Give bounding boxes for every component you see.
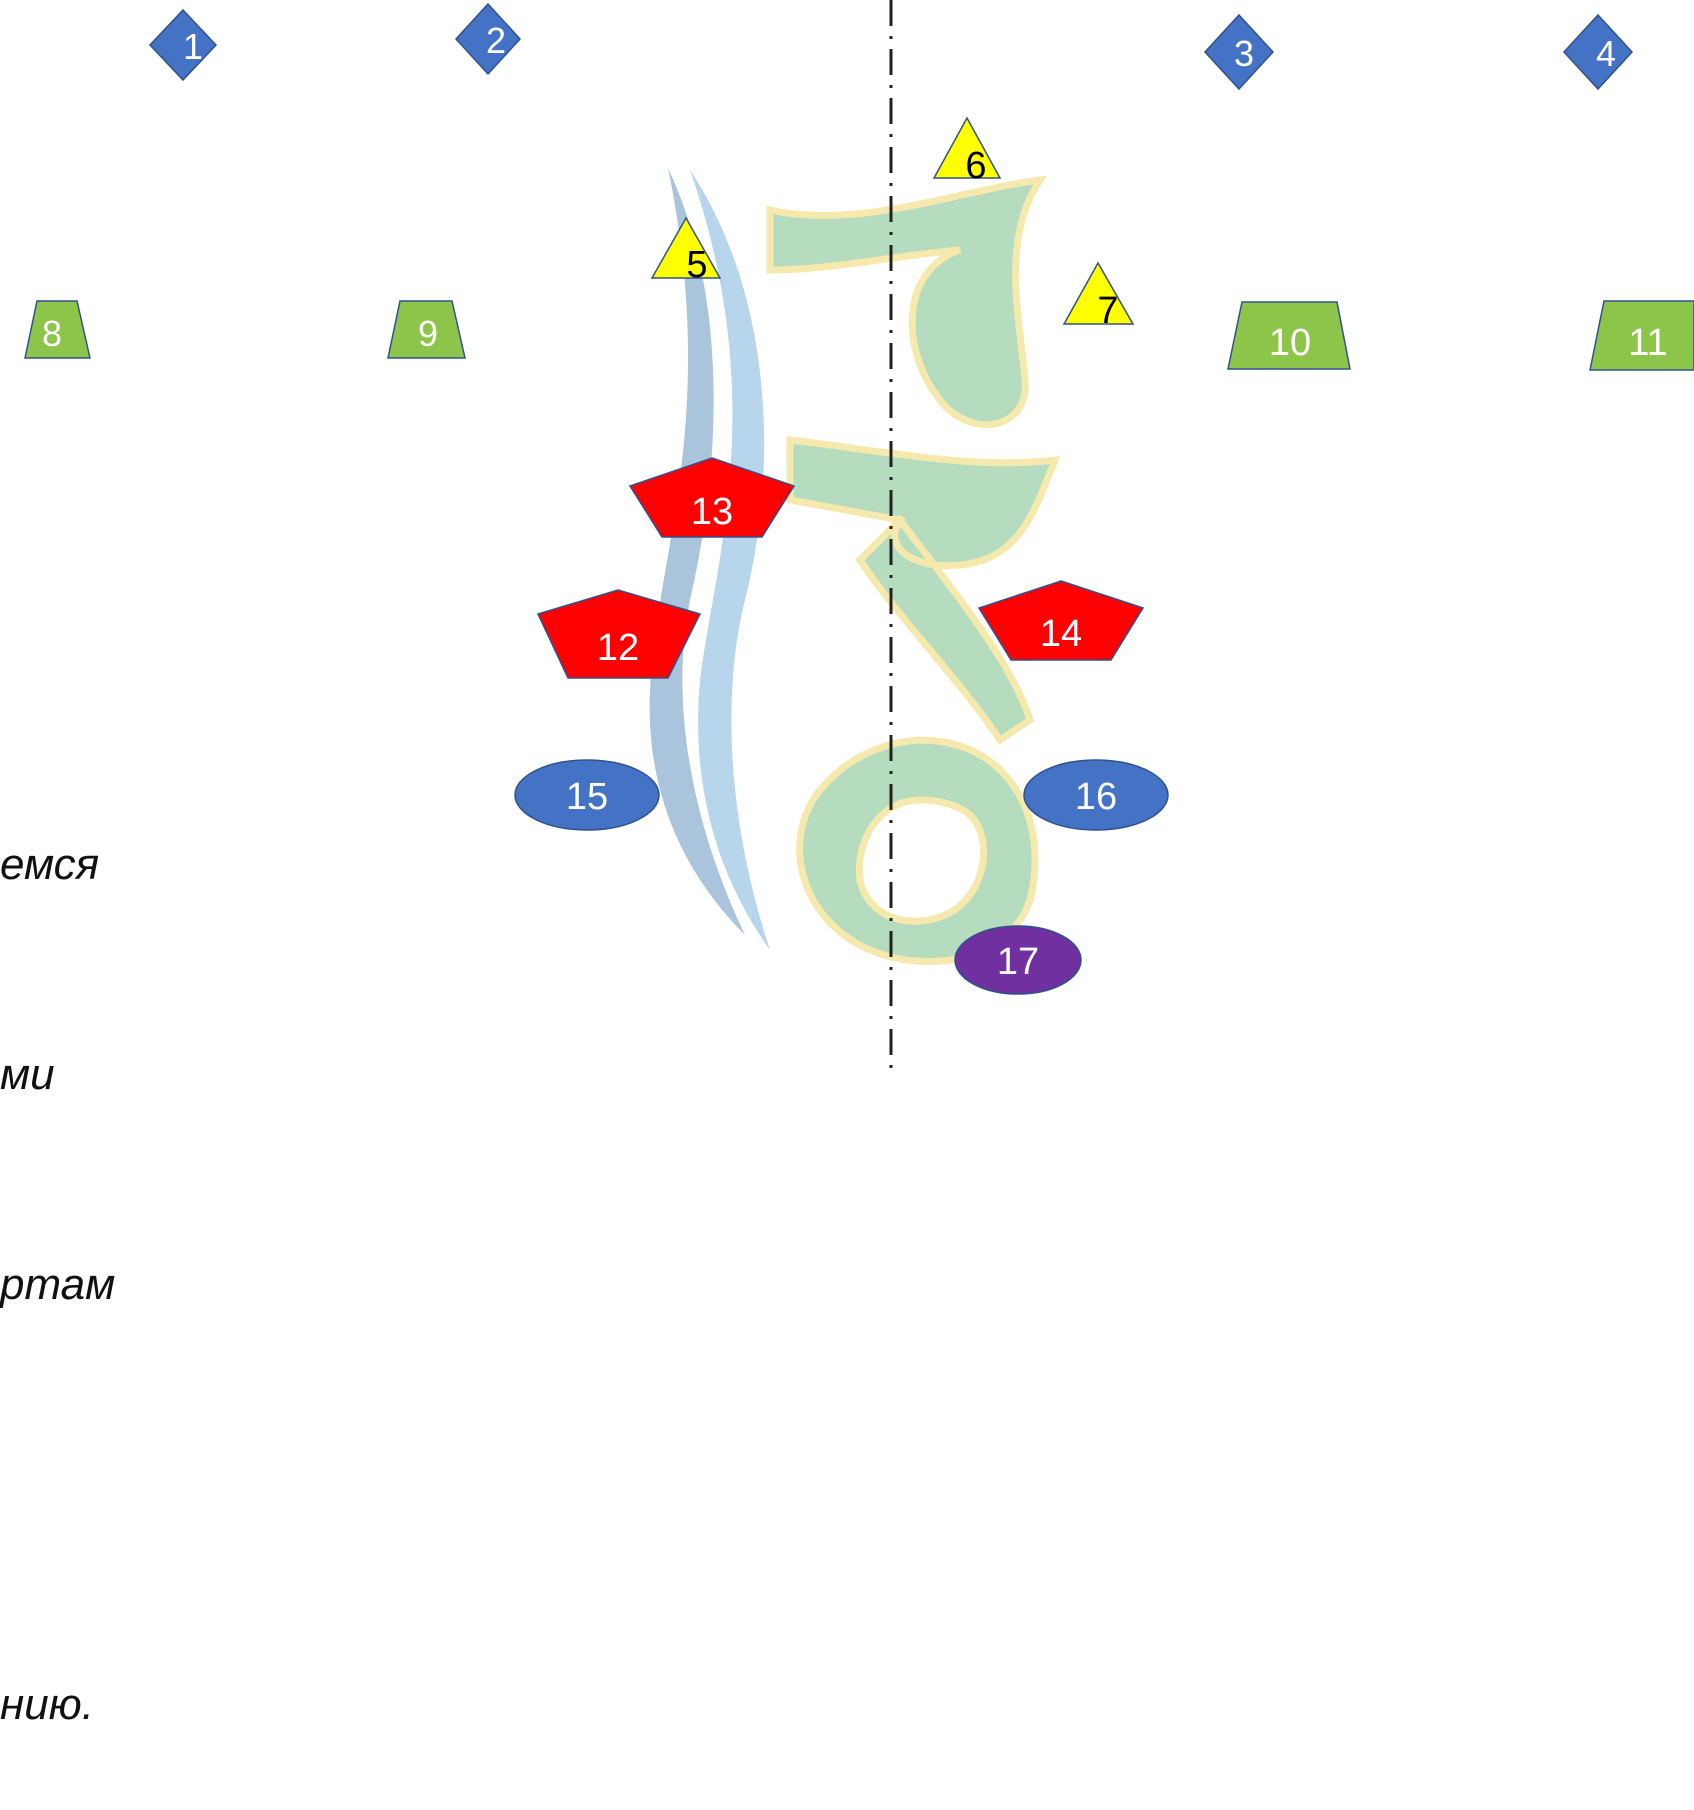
marker-label: 8 [42, 313, 62, 354]
watermark-logo [649, 168, 1061, 965]
watermark-blue-stroke-outer [649, 168, 745, 935]
diamond-marker: 4 [1562, 13, 1634, 91]
marker-label: 9 [418, 313, 438, 354]
watermark-blue-stroke-inner [690, 170, 770, 950]
diamond-marker: 3 [1203, 13, 1275, 91]
triangle-marker: 5 [650, 216, 722, 286]
oval-marker: 15 [514, 759, 660, 831]
cropped-side-text: емся ми ртам нию. [0, 690, 115, 1810]
watermark-letter-middle [786, 436, 1061, 745]
marker-label: 7 [1097, 290, 1118, 332]
trapezoid-marker: 10 [1227, 301, 1351, 370]
diamond-marker: 2 [454, 2, 522, 76]
marker-label: 5 [686, 244, 707, 286]
marker-label: 4 [1596, 33, 1616, 74]
oval-marker: 17 [954, 925, 1082, 995]
side-text-line: емся [0, 840, 100, 889]
diamond-marker: 1 [148, 8, 218, 82]
trapezoid-marker: 8 [24, 300, 91, 359]
side-text-line: ртам [0, 1260, 116, 1309]
marker-label: 12 [597, 627, 639, 669]
trapezoid-marker: 11 [1589, 300, 1694, 371]
marker-label: 6 [965, 145, 986, 187]
triangle-marker: 6 [932, 116, 1002, 187]
marker-label: 15 [566, 776, 608, 818]
side-text-line: ми [0, 1050, 55, 1099]
marker-label: 17 [997, 941, 1039, 983]
marker-label: 13 [691, 491, 733, 533]
marker-label: 3 [1234, 33, 1254, 74]
marker-label: 16 [1075, 776, 1117, 818]
pentagon-marker: 14 [977, 580, 1145, 661]
marker-label: 2 [486, 20, 506, 61]
marker-label: 10 [1269, 322, 1311, 364]
marker-label: 1 [183, 26, 203, 67]
marker-label: 14 [1040, 613, 1082, 655]
marker-label: 11 [1628, 322, 1667, 364]
trapezoid-marker: 9 [387, 300, 466, 359]
side-text-line [0, 1460, 115, 1530]
watermark-letter-bottom [796, 736, 1039, 965]
oval-marker: 16 [1023, 759, 1169, 831]
watermark-letter-top [766, 175, 1048, 429]
pentagon-marker: 12 [536, 589, 702, 679]
pentagon-marker: 13 [628, 457, 796, 538]
triangle-marker: 7 [1062, 261, 1135, 332]
diagram-canvas: 1 2 3 4 5 6 7 8 9 10 11 [24, 0, 1694, 1071]
side-text-line: нию. [0, 1680, 94, 1729]
